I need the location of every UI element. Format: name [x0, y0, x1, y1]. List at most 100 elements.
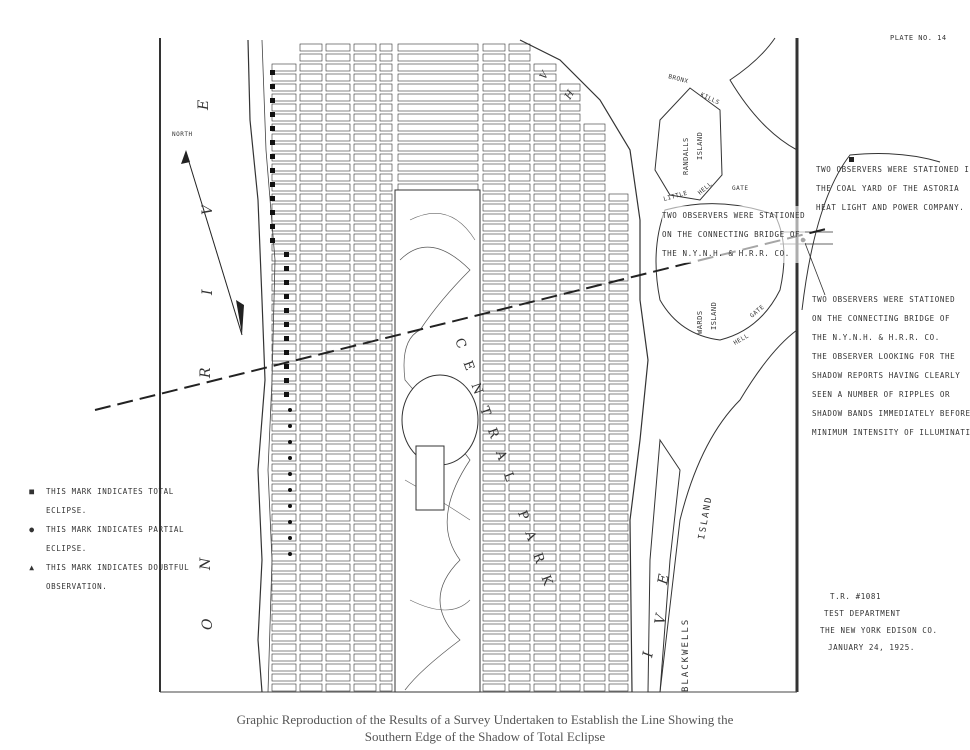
city-block — [583, 533, 606, 542]
city-block — [508, 293, 531, 302]
city-block — [608, 513, 629, 522]
city-block — [559, 203, 581, 212]
city-block — [608, 473, 629, 482]
city-block — [325, 213, 351, 222]
city-block — [508, 553, 531, 562]
west-shoreline — [247, 39, 266, 693]
city-block — [379, 223, 393, 232]
city-block — [482, 553, 506, 562]
city-block — [482, 453, 506, 462]
city-block — [482, 373, 506, 382]
city-block — [325, 293, 351, 302]
city-block — [508, 473, 531, 482]
city-block — [271, 603, 297, 612]
city-block — [559, 683, 581, 692]
partial-eclipse-mark — [288, 504, 292, 508]
city-block — [583, 173, 606, 182]
city-block — [583, 123, 606, 132]
observation-marks — [270, 70, 292, 556]
city-block — [325, 423, 351, 432]
city-block — [353, 393, 377, 402]
city-block — [299, 473, 323, 482]
city-block — [397, 133, 479, 142]
city-block — [271, 423, 297, 432]
city-block — [533, 523, 557, 532]
city-block — [482, 273, 506, 282]
city-block — [559, 553, 581, 562]
city-block — [299, 613, 323, 622]
city-block — [271, 483, 297, 492]
city-block — [583, 193, 606, 202]
city-block — [353, 523, 377, 532]
city-block — [325, 73, 351, 82]
city-block — [508, 163, 531, 172]
city-block — [583, 363, 606, 372]
city-block — [299, 573, 323, 582]
city-block — [325, 143, 351, 152]
city-block — [559, 483, 581, 492]
city-block — [397, 43, 479, 52]
city-block — [299, 403, 323, 412]
city-block — [559, 343, 581, 352]
city-block — [608, 393, 629, 402]
city-block — [325, 433, 351, 442]
city-block — [379, 593, 393, 602]
city-block — [379, 573, 393, 582]
city-block — [533, 543, 557, 552]
city-block — [271, 613, 297, 622]
city-block — [559, 523, 581, 532]
city-block — [508, 383, 531, 392]
city-block — [271, 143, 297, 152]
city-block — [508, 513, 531, 522]
city-block — [271, 353, 297, 362]
city-block — [559, 443, 581, 452]
city-block — [508, 183, 531, 192]
riverside-drive — [261, 39, 276, 693]
total-eclipse-mark — [270, 84, 275, 89]
city-block — [325, 373, 351, 382]
city-block — [508, 443, 531, 452]
city-block — [482, 153, 506, 162]
city-block — [559, 633, 581, 642]
city-block — [608, 483, 629, 492]
city-block — [271, 73, 297, 82]
city-block — [559, 433, 581, 442]
city-block — [583, 133, 606, 142]
city-block — [271, 403, 297, 412]
city-block — [271, 443, 297, 452]
city-block — [608, 573, 629, 582]
city-block — [299, 373, 323, 382]
city-block — [533, 263, 557, 272]
city-block — [583, 293, 606, 302]
city-block — [299, 63, 323, 72]
city-block — [353, 533, 377, 542]
note-line: ON THE CONNECTING BRIDGE OF — [662, 230, 801, 239]
city-block — [559, 183, 581, 192]
total-eclipse-mark — [270, 126, 275, 131]
river-letter: I — [640, 650, 657, 660]
city-block — [508, 593, 531, 602]
city-block — [271, 493, 297, 502]
city-block — [379, 653, 393, 662]
city-block — [533, 683, 557, 692]
city-block — [271, 243, 297, 252]
city-block — [533, 653, 557, 662]
city-block — [482, 583, 506, 592]
city-block — [583, 403, 606, 412]
city-block — [353, 443, 377, 452]
city-block — [353, 213, 377, 222]
city-block — [559, 93, 581, 102]
city-block — [353, 683, 377, 692]
city-block — [482, 263, 506, 272]
city-block — [299, 623, 323, 632]
city-block — [482, 193, 506, 202]
city-block — [482, 603, 506, 612]
city-block — [482, 173, 506, 182]
city-block — [379, 43, 393, 52]
city-block — [533, 73, 557, 82]
city-block — [353, 543, 377, 552]
city-block — [482, 643, 506, 652]
city-block — [353, 203, 377, 212]
city-block — [608, 563, 629, 572]
city-block — [482, 653, 506, 662]
